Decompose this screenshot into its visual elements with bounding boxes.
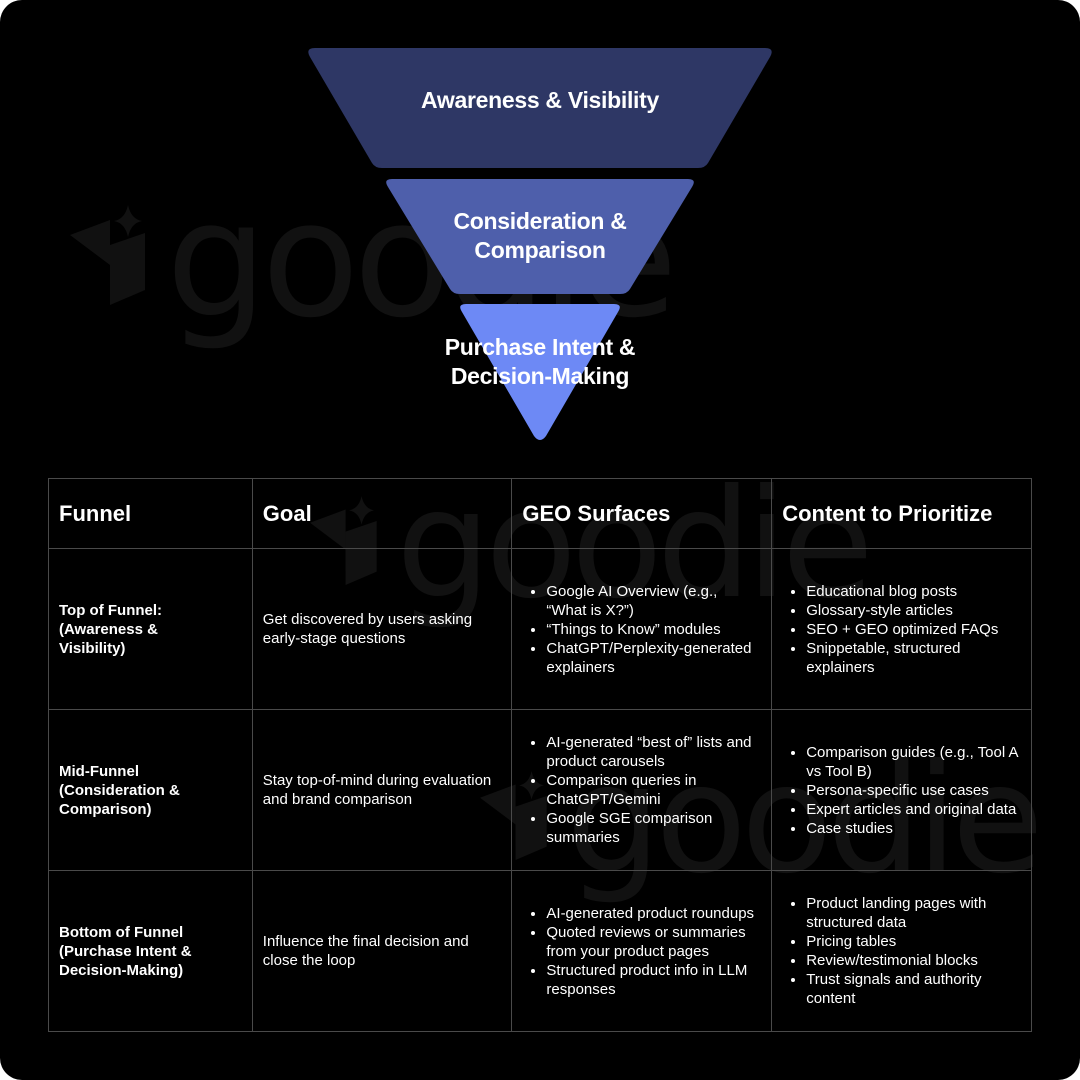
list-item: Comparison guides (e.g., Tool A vs Tool … bbox=[806, 743, 1021, 781]
surfaces-cell: AI-generated “best of” lists and product… bbox=[511, 709, 773, 871]
goal-cell: Influence the final decision and close t… bbox=[251, 870, 513, 1032]
list-item: Quoted reviews or summaries from your pr… bbox=[546, 923, 761, 961]
table-row: Bottom of Funnel (Purchase Intent & Deci… bbox=[48, 870, 1032, 1032]
list-item: Persona-specific use cases bbox=[806, 781, 1021, 800]
content-cell: Educational blog posts Glossary-style ar… bbox=[771, 548, 1032, 710]
list-item: Expert articles and original data bbox=[806, 800, 1021, 819]
table-header-row: Funnel Goal GEO Surfaces Content to Prio… bbox=[48, 478, 1032, 549]
content-cell: Comparison guides (e.g., Tool A vs Tool … bbox=[771, 709, 1032, 871]
funnel-stage-awareness-shape bbox=[308, 48, 772, 168]
list-item: Google AI Overview (e.g., “What is X?”) bbox=[546, 582, 761, 620]
goal-cell: Stay top-of-mind during evaluation and b… bbox=[251, 709, 513, 871]
goal-cell: Get discovered by users asking early-sta… bbox=[251, 548, 513, 710]
funnel-stage-consideration-label: Consideration & Comparison bbox=[453, 208, 627, 263]
stage-cell: Bottom of Funnel (Purchase Intent & Deci… bbox=[48, 870, 253, 1032]
header-funnel: Funnel bbox=[48, 478, 253, 549]
list-item: ChatGPT/Perplexity-generated explainers bbox=[546, 639, 761, 677]
surfaces-cell: Google AI Overview (e.g., “What is X?”) … bbox=[511, 548, 773, 710]
list-item: Educational blog posts bbox=[806, 582, 1021, 601]
list-item: Structured product info in LLM responses bbox=[546, 961, 761, 999]
table-row: Mid-Funnel (Consideration & Comparison) … bbox=[48, 709, 1032, 871]
list-item: Case studies bbox=[806, 819, 1021, 838]
surfaces-cell: AI-generated product roundups Quoted rev… bbox=[511, 870, 773, 1032]
stage-cell: Mid-Funnel (Consideration & Comparison) bbox=[48, 709, 253, 871]
list-item: Comparison queries in ChatGPT/Gemini bbox=[546, 771, 761, 809]
list-item: AI-generated product roundups bbox=[546, 904, 761, 923]
header-content-to-prioritize: Content to Prioritize bbox=[771, 478, 1032, 549]
list-item: “Things to Know” modules bbox=[546, 620, 761, 639]
funnel-diagram: Awareness & Visibility Consideration & C… bbox=[0, 0, 1080, 460]
list-item: Product landing pages with structured da… bbox=[806, 894, 1021, 932]
funnel-stage-purchase-label: Purchase Intent & Decision-Making bbox=[444, 334, 636, 389]
list-item: Snippetable, structured explainers bbox=[806, 639, 1021, 677]
content-cell: Product landing pages with structured da… bbox=[771, 870, 1032, 1032]
list-item: AI-generated “best of” lists and product… bbox=[546, 733, 761, 771]
list-item: SEO + GEO optimized FAQs bbox=[806, 620, 1021, 639]
list-item: Pricing tables bbox=[806, 932, 1021, 951]
header-geo-surfaces: GEO Surfaces bbox=[511, 478, 773, 549]
funnel-stage-consideration-shape bbox=[386, 179, 694, 294]
header-goal: Goal bbox=[251, 478, 513, 549]
geo-funnel-table: Funnel Goal GEO Surfaces Content to Prio… bbox=[48, 478, 1032, 1032]
stage-cell: Top of Funnel: (Awareness & Visibility) bbox=[48, 548, 253, 710]
table-row: Top of Funnel: (Awareness & Visibility) … bbox=[48, 548, 1032, 710]
funnel-stage-awareness-label: Awareness & Visibility bbox=[421, 87, 659, 113]
list-item: Trust signals and authority content bbox=[806, 970, 1021, 1008]
funnel-stage-purchase-shape bbox=[460, 304, 620, 440]
list-item: Review/testimonial blocks bbox=[806, 951, 1021, 970]
list-item: Google SGE comparison summaries bbox=[546, 809, 761, 847]
list-item: Glossary-style articles bbox=[806, 601, 1021, 620]
